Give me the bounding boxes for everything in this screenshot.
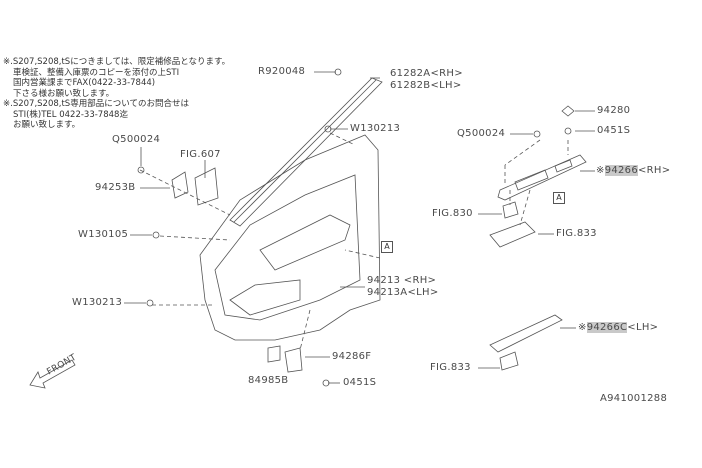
- part-label-94253b: 94253B: [95, 182, 136, 193]
- assembly-dashed-lines: [139, 132, 569, 351]
- door-trim-panel-94213: [199, 134, 381, 341]
- switch-panel-rh: [489, 154, 587, 248]
- fig-ref-833: FIG.833: [556, 228, 597, 239]
- side-lh: <LH>: [627, 322, 659, 333]
- restricted-mark: ※: [596, 165, 605, 176]
- part-label-61282b: 61282B<LH>: [390, 80, 462, 91]
- weatherstrip-61282: [229, 77, 383, 227]
- part-label-94286f: 94286F: [332, 351, 372, 362]
- note-line: STI(株)TEL 0422-33-7848迄: [13, 109, 128, 120]
- notes-block: ※.S207,S208,tSにつきましては、限定補修品となります。 車検証、整備…: [3, 57, 230, 131]
- note-line: 下さる様お願い致します。: [13, 88, 115, 99]
- diagram-id: A941001288: [600, 393, 668, 404]
- ref-a-box: A: [553, 192, 565, 204]
- front-arrow-icon: [29, 359, 76, 389]
- fig-ref-830: FIG.830: [432, 208, 473, 219]
- part-label-61282a: 61282A<RH>: [390, 68, 463, 79]
- part-label-94266-rh: ※94266<RH>: [596, 165, 670, 176]
- part-label-q500024: Q500024: [112, 134, 161, 145]
- fasteners: [137, 68, 575, 387]
- part-label-0451s: 0451S: [343, 377, 377, 388]
- fig-ref-833: FIG.833: [430, 362, 471, 373]
- part-number-94266: 94266: [604, 165, 638, 176]
- part-label-w130213: W130213: [72, 297, 123, 308]
- note-line: ※.S207,S208,tSにつきましては、限定補修品となります。: [3, 57, 231, 67]
- part-label-94213a: 94213A<LH>: [367, 287, 439, 298]
- ref-a-box: A: [381, 241, 393, 253]
- leader-lines: [124, 71, 595, 384]
- note-line: 車検証、整備入庫票のコピーを添付の上STI: [13, 67, 180, 78]
- note-line: ※.S207,S208,tS専用部品についてのお問合せは: [3, 99, 189, 109]
- brackets: [171, 167, 303, 373]
- part-label-w130105: W130105: [78, 229, 129, 240]
- side-rh: <RH>: [638, 165, 671, 176]
- part-label-94213: 94213 <RH>: [367, 275, 437, 286]
- part-number-94266c: 94266C: [586, 322, 628, 333]
- restricted-mark: ※: [578, 322, 587, 333]
- fig-ref-607: FIG.607: [180, 149, 221, 160]
- part-label-0451s: 0451S: [597, 125, 631, 136]
- part-label-94266c-lh: ※94266C<LH>: [578, 322, 658, 333]
- note-line: 国内営業課までFAX(0422-33-7844): [13, 78, 156, 88]
- part-label-w130213: W130213: [350, 123, 401, 134]
- switch-panel-lh: [489, 314, 563, 371]
- part-label-r920048: R920048: [258, 66, 306, 77]
- note-line: お願い致します。: [13, 120, 81, 130]
- part-label-94280: 94280: [597, 105, 631, 116]
- part-label-q500024: Q500024: [457, 128, 506, 139]
- part-label-84985b: 84985B: [248, 375, 289, 386]
